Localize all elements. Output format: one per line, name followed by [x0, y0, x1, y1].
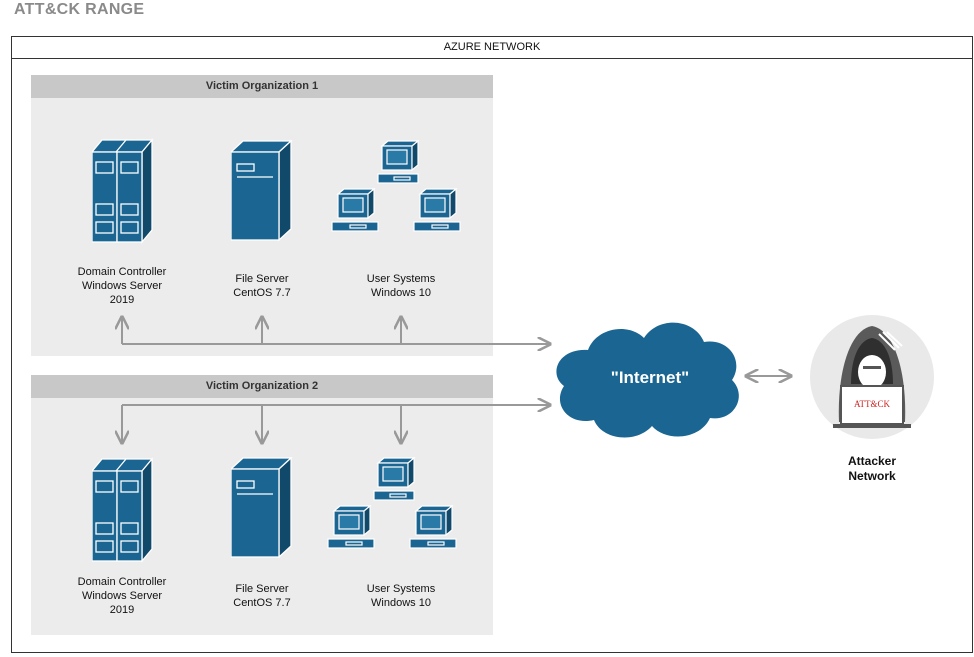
domain-controller-label: Domain Controller Windows Server 2019: [77, 576, 167, 616]
server-rack-icon: [92, 457, 154, 563]
cloud-icon: [556, 322, 739, 438]
azure-network-label: AZURE NETWORK: [12, 37, 972, 59]
file-server-label: File Server CentOS 7.7: [233, 583, 291, 609]
internet-label: "Internet": [610, 368, 690, 387]
attck-badge: ATT&CK: [854, 399, 891, 409]
workstations-icon: [327, 456, 457, 549]
org1-connectors: [122, 317, 550, 344]
file-server-label: File Server CentOS 7.7: [233, 273, 291, 299]
user-systems-label: User Systems Windows 10: [366, 273, 436, 299]
server-rack-icon: [92, 138, 154, 244]
domain-controller-label: Domain Controller Windows Server 2019: [77, 266, 167, 306]
workstations-icon: [331, 139, 461, 232]
victim-org-2-title: Victim Organization 2: [31, 375, 493, 398]
org2-connectors: [122, 405, 550, 443]
tower-server-icon: [231, 140, 293, 242]
tower-server-icon: [231, 457, 293, 559]
victim-org-1-title: Victim Organization 1: [31, 75, 493, 98]
azure-network-boundary: AZURE NETWORK: [11, 36, 973, 653]
hacker-icon: ATT&CK: [810, 315, 934, 439]
page-title: ATT&CK RANGE: [14, 1, 145, 18]
attacker-network-label: Attacker Network: [847, 454, 897, 483]
user-systems-label: User Systems Windows 10: [366, 583, 436, 609]
